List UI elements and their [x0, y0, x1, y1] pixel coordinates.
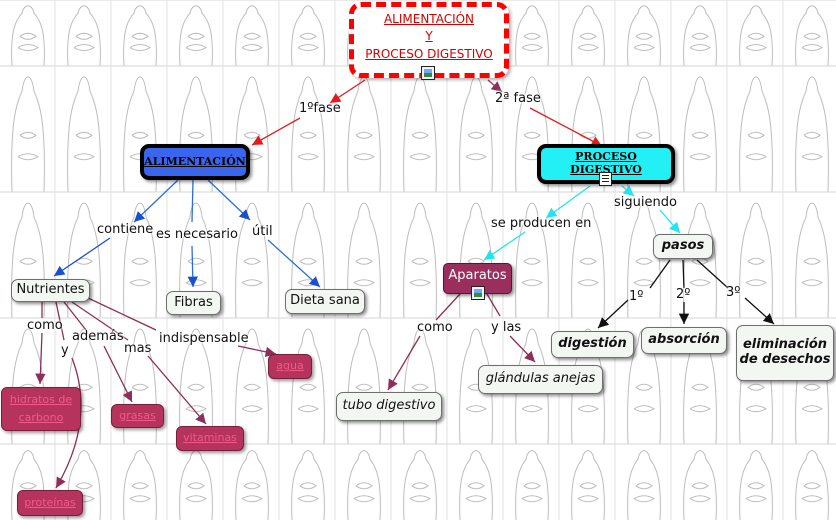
label-indispensable: indispensable: [159, 331, 249, 346]
label-contiene: contiene: [97, 222, 154, 237]
glandulas-anejas-label: glándulas anejas: [485, 371, 596, 387]
background-tile: [11, 5, 45, 67]
agua-node[interactable]: agua: [268, 354, 312, 379]
background-tile: [739, 5, 773, 67]
background-tile: [11, 76, 45, 193]
tubo-digestivo-label: tubo digestivo: [342, 398, 436, 414]
glandulas-anejas-node[interactable]: glándulas anejas: [478, 365, 603, 394]
background-tile: [683, 450, 717, 520]
background-tile: [739, 76, 773, 193]
label-y-las: y las: [491, 320, 522, 335]
label-util: útil: [252, 224, 273, 239]
background-tile: [403, 450, 437, 520]
proteinas-label: proteínas: [24, 495, 76, 509]
background-tile: [347, 450, 381, 520]
document-icon[interactable]: [599, 172, 612, 186]
nutrientes-node[interactable]: Nutrientes: [11, 279, 90, 302]
absorcion-node[interactable]: absorción: [641, 327, 727, 354]
background-tile: [235, 202, 269, 319]
background-tile: [67, 76, 101, 193]
background-tile: [235, 5, 269, 67]
background-tile: [571, 5, 605, 67]
label-como-2: como: [417, 320, 453, 335]
background-tile: [739, 450, 773, 520]
proceso-digestivo-label: PROCESO DIGESTIVO: [570, 150, 642, 176]
hidratos-node[interactable]: hidratos de carbono: [1, 387, 81, 431]
background-tile: [67, 5, 101, 67]
background-tile: [291, 76, 325, 193]
image-icon[interactable]: [471, 286, 485, 300]
aparatos-label: Aparatos: [448, 268, 507, 284]
background-tile: [403, 202, 437, 319]
label-1: 1º: [629, 289, 644, 304]
tubo-digestivo-node[interactable]: tubo digestivo: [336, 392, 442, 421]
background-tile: [515, 5, 549, 67]
eliminacion-label: eliminación de desechos: [739, 337, 831, 367]
background-tile: [683, 76, 717, 193]
background-tile: [627, 5, 661, 67]
background-tile: [123, 5, 157, 67]
digestion-label: digestión: [558, 336, 627, 352]
proteinas-node[interactable]: proteínas: [17, 490, 83, 516]
digestion-node[interactable]: digestión: [551, 331, 634, 358]
alimentacion-label: ALIMENTACIÓN: [144, 154, 246, 168]
background-tile: [179, 5, 213, 67]
dieta-sana-label: Dieta sana: [290, 293, 360, 309]
background-tile: [571, 450, 605, 520]
label-mas: mas: [124, 341, 152, 356]
pasos-node[interactable]: pasos: [653, 234, 713, 259]
label-ademas: además: [72, 329, 124, 344]
image-icon[interactable]: [421, 66, 435, 80]
label-2-fase: 2ª fase: [495, 91, 541, 106]
background-tile: [515, 202, 549, 319]
grasas-label: grasas: [119, 408, 156, 422]
label-3: 3º: [726, 285, 741, 300]
background-tile: [235, 328, 269, 445]
background-tile: [515, 450, 549, 520]
background-tile: [123, 450, 157, 520]
eliminacion-node[interactable]: eliminación de desechos: [736, 325, 834, 381]
vitaminas-node[interactable]: vitaminas: [176, 426, 244, 451]
background-tile: [291, 5, 325, 67]
background-tile: [795, 202, 829, 319]
fibras-node[interactable]: Fibras: [166, 291, 221, 315]
label-se-producen-en: se producen en: [491, 216, 592, 231]
grasas-node[interactable]: grasas: [111, 404, 164, 428]
background-tile: [291, 450, 325, 520]
background-tile: [795, 450, 829, 520]
label-y: y: [61, 343, 69, 358]
background-tile: [795, 5, 829, 67]
pasos-label: pasos: [661, 238, 705, 254]
hidratos-label: hidratos de carbono: [9, 393, 73, 424]
background-tile: [347, 202, 381, 319]
absorcion-label: absorción: [648, 332, 720, 348]
label-siguiendo: siguiendo: [614, 195, 677, 210]
background-tile: [571, 202, 605, 319]
label-1-fase: 1ºfase: [299, 101, 341, 116]
title-line-3: PROCESO DIGESTIVO: [365, 46, 493, 61]
background-tile: [459, 450, 493, 520]
vitaminas-label: vitaminas: [183, 431, 237, 445]
label-2: 2º: [676, 287, 691, 302]
background-tile: [739, 202, 773, 319]
label-como-1: como: [27, 318, 63, 333]
background-tile: [235, 450, 269, 520]
agua-label: agua: [276, 359, 304, 373]
alimentacion-node[interactable]: ALIMENTACIÓN: [140, 144, 250, 180]
background-tile: [123, 202, 157, 319]
background-tile: [179, 328, 213, 445]
nutrientes-label: Nutrientes: [16, 282, 85, 298]
dieta-sana-node[interactable]: Dieta sana: [285, 289, 365, 314]
background-tile: [627, 450, 661, 520]
title-line-1: ALIMENTACIÓN: [383, 11, 475, 26]
label-es-necesario: es necesario: [156, 227, 238, 242]
background-tile: [795, 76, 829, 193]
fibras-label: Fibras: [174, 294, 213, 310]
title-line-2: Y: [425, 29, 433, 44]
background-tile: [683, 5, 717, 67]
